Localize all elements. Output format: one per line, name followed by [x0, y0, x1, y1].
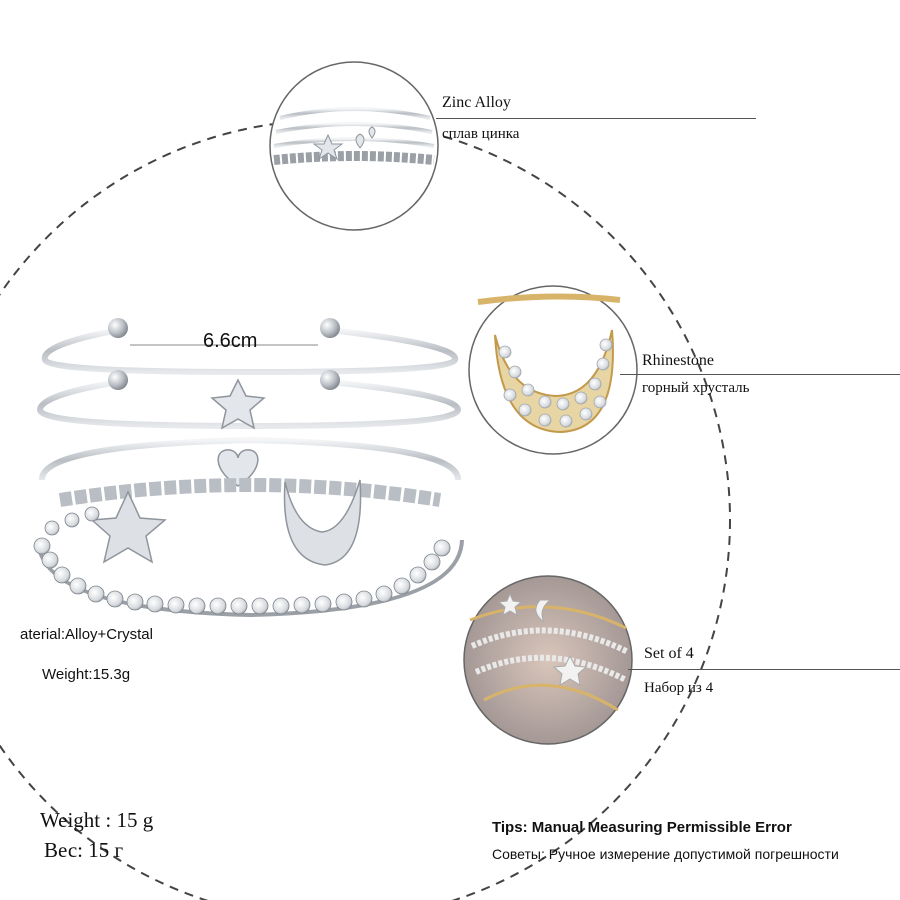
star-charm — [210, 378, 266, 430]
set-of-4-label-ru: Набор из 4 — [644, 680, 714, 696]
zinc-bracelet-closeup — [273, 107, 435, 165]
overlay-weight-text: Weight:15.3g — [42, 666, 131, 682]
width-measurement: 6.6cm — [203, 330, 258, 352]
zinc-alloy-label: Zinc Alloy — [442, 94, 511, 111]
rhinestone-label: Rhinestone — [642, 352, 714, 369]
bracelet-stack — [33, 318, 464, 618]
material-text: aterial:Alloy+Crystal — [20, 626, 153, 643]
large-dashed-circle — [0, 119, 731, 900]
set-detail-circle — [463, 575, 633, 745]
zinc-alloy-rule — [436, 118, 756, 119]
tips-text-ru: Советы: Ручное измерение допустимой погр… — [492, 846, 839, 862]
rhinestone-rule — [620, 374, 900, 375]
set-of-4-label: Set of 4 — [644, 645, 694, 662]
set-of-4-rule — [628, 669, 900, 670]
weight-label: Weight : 15 g — [40, 808, 154, 832]
heart-charm — [217, 449, 259, 487]
rhinestone-detail-circle — [468, 285, 638, 455]
zinc-alloy-label-ru: сплав цинка — [442, 126, 520, 142]
zinc-detail-circle — [269, 61, 439, 231]
rhinestone-label-ru: горный хрусталь — [642, 380, 750, 396]
tips-text: Tips: Manual Measuring Permissible Error — [492, 819, 792, 836]
weight-label-ru: Вес: 15 г — [44, 838, 124, 862]
rhinestone-moon-charm — [283, 479, 362, 566]
rhinestone-star-charm — [90, 490, 167, 564]
